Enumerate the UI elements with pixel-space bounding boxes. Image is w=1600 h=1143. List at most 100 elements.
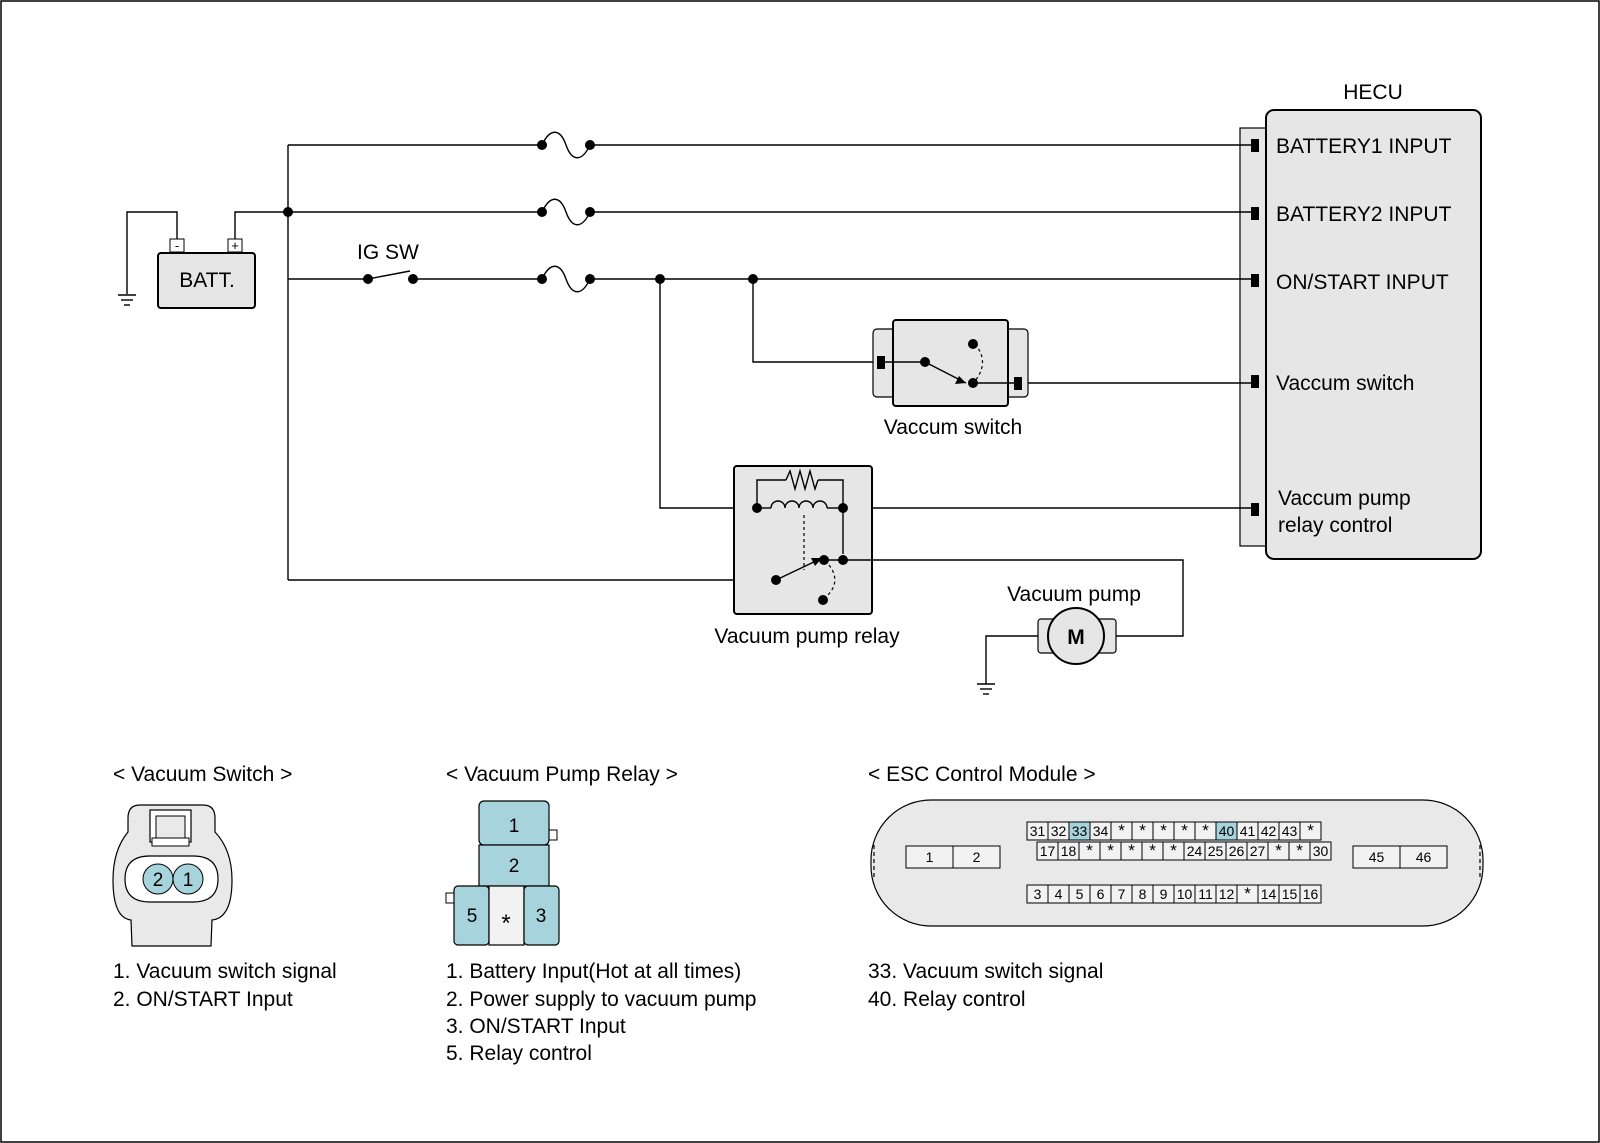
vacuum-switch-connector: 2 1 [112, 804, 233, 947]
battery-positive-sign: + [231, 238, 239, 253]
esc-pin-label: * [1296, 841, 1303, 860]
hecu-title: HECU [1343, 81, 1403, 104]
esc-pin-label: 8 [1139, 886, 1147, 902]
esc-pin-label: * [1118, 821, 1125, 840]
hecu-vacuum-switch-label: Vaccum switch [1276, 372, 1414, 395]
resistor-icon [785, 468, 819, 492]
hecu-box [1265, 109, 1482, 560]
esc-pin-label: 17 [1040, 843, 1056, 859]
hecu-terminal [1251, 139, 1259, 152]
fuse-icon [537, 198, 595, 226]
relay-legend-item: 3. ON/START Input [446, 1015, 626, 1038]
esc-pin-label: 45 [1369, 849, 1385, 865]
relay-pin-3-cell [523, 885, 560, 946]
hecu-on-start-label: ON/START INPUT [1276, 271, 1449, 294]
esc-pin-label: * [1202, 821, 1209, 840]
relay-connector: 1 2 5 * 3 [445, 800, 560, 946]
vacuum-switch-terminal [877, 356, 885, 369]
hecu-module: HECU BATTERY1 INPUT BATTERY2 INPUT ON/ST… [1239, 81, 1482, 560]
esc-pin-label: 7 [1118, 886, 1126, 902]
relay-legend-item: 5. Relay control [446, 1042, 592, 1065]
esc-pin-label: * [1107, 841, 1114, 860]
esc-pin-label: 10 [1177, 886, 1193, 902]
battery: BATT. - + [157, 238, 256, 309]
battery-negative-sign: - [175, 238, 179, 253]
esc-connector-title: < ESC Control Module > [868, 763, 1096, 786]
relay-legend-item: 1. Battery Input(Hot at all times) [446, 960, 741, 983]
relay-legend-item: 2. Power supply to vacuum pump [446, 988, 757, 1011]
hecu-relay-control-label-2: relay control [1278, 514, 1392, 537]
esc-pin-label: 16 [1303, 886, 1319, 902]
esc-pin-label: * [1307, 821, 1314, 840]
esc-pin-label: 40 [1219, 823, 1235, 839]
esc-pin-label: * [1170, 841, 1177, 860]
esc-pin-cell [1399, 845, 1448, 869]
pin-label: 2 [153, 870, 164, 891]
battery-box [157, 252, 256, 309]
ig-switch [363, 270, 418, 284]
vacuum-pump-label: Vacuum pump [1007, 583, 1141, 606]
vacuum-switch-connector-title: < Vacuum Switch > [113, 763, 292, 786]
ground-icon [977, 683, 995, 695]
vacuum-switch [872, 319, 1029, 407]
relay-pin-empty-cell [488, 885, 525, 946]
vacuum-pump-relay [733, 465, 873, 615]
fuse-icon [537, 265, 595, 293]
esc-pin-label: * [1149, 841, 1156, 860]
esc-pin-label: * [1160, 821, 1167, 840]
hecu-terminal [1251, 274, 1259, 287]
pump-ground-wire [985, 635, 1038, 684]
esc-pin-label: 26 [1229, 843, 1245, 859]
ig-switch-label: IG SW [357, 241, 419, 264]
esc-pin-label: 18 [1061, 843, 1077, 859]
vacuum-switch-feed-wire [752, 279, 881, 363]
esc-pin-label: 1 [926, 849, 934, 865]
relay-coil-feed-wire [659, 279, 757, 509]
motor-icon [1047, 607, 1105, 665]
esc-pin-label: 32 [1051, 823, 1067, 839]
esc-pin-label: * [1128, 841, 1135, 860]
relay-coil-icon [770, 500, 828, 509]
pin-label: 2 [509, 856, 520, 877]
esc-pin-label: 15 [1282, 886, 1298, 902]
esc-pin-label: 25 [1208, 843, 1224, 859]
junction-dot [283, 207, 293, 217]
esc-legend-item: 33. Vacuum switch signal [868, 960, 1103, 983]
esc-pin-label: 33 [1072, 823, 1088, 839]
esc-pin-label: 6 [1097, 886, 1105, 902]
esc-pin-label: 4 [1055, 886, 1063, 902]
battery-label: BATT. [179, 269, 235, 292]
esc-pin-label: 30 [1313, 843, 1329, 859]
esc-legend-item: 40. Relay control [868, 988, 1026, 1011]
motor-label: M [1067, 626, 1085, 649]
esc-pin-label: 14 [1261, 886, 1277, 902]
esc-pin-label: 42 [1261, 823, 1277, 839]
esc-pin-cell [952, 845, 1001, 869]
vacuum-switch-body [892, 319, 1009, 407]
pin-label: 1 [509, 816, 520, 837]
esc-pin-label: 12 [1219, 886, 1235, 902]
relay-pin-2-cell [478, 844, 550, 887]
esc-pin-label: * [1244, 884, 1251, 903]
connector-pin-1 [172, 863, 204, 895]
ground-icon [118, 294, 136, 306]
esc-pin-label: 34 [1093, 823, 1109, 839]
esc-pin-cell [1309, 841, 1332, 861]
relay-connector-title: < Vacuum Pump Relay > [446, 763, 678, 786]
battery-positive-wire [234, 211, 288, 239]
vacuum-switch-legend-item: 1. Vacuum switch signal [113, 960, 337, 983]
hecu-battery2-label: BATTERY2 INPUT [1276, 203, 1452, 226]
esc-connector-housing [870, 799, 1484, 927]
vacuum-pump: M [1037, 607, 1117, 665]
esc-pin-label: 43 [1282, 823, 1298, 839]
esc-pin-label: 24 [1187, 843, 1203, 859]
esc-pin-cell [1299, 821, 1322, 841]
